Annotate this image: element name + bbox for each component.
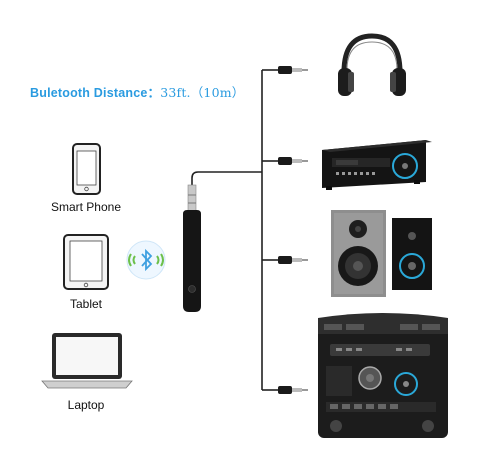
jack-plug [278, 256, 308, 264]
bluetooth-distance-value: 33ft.（10m） [160, 85, 245, 100]
av-receiver-icon [322, 140, 432, 190]
smartphone-icon [72, 143, 101, 195]
bluetooth-icon [126, 240, 166, 280]
device-label-smart-phone: Smart Phone [50, 200, 122, 214]
bluetooth-distance-text: Buletooth Distance：33ft.（10m） [30, 82, 245, 101]
bluetooth-distance-label: Buletooth Distance： [30, 86, 161, 100]
car-stereo-icon [318, 313, 448, 438]
jack-plug [278, 386, 308, 394]
laptop-icon [41, 333, 133, 389]
jack-plug [278, 157, 308, 165]
speakers-icon [331, 210, 432, 297]
tablet-icon [63, 234, 109, 290]
audio-cable [191, 69, 278, 391]
headphones-icon [338, 33, 406, 96]
device-label-laptop: Laptop [67, 398, 105, 412]
device-label-tablet: Tablet [69, 297, 103, 311]
jack-plug [278, 66, 308, 74]
bluetooth-receiver [183, 184, 201, 312]
